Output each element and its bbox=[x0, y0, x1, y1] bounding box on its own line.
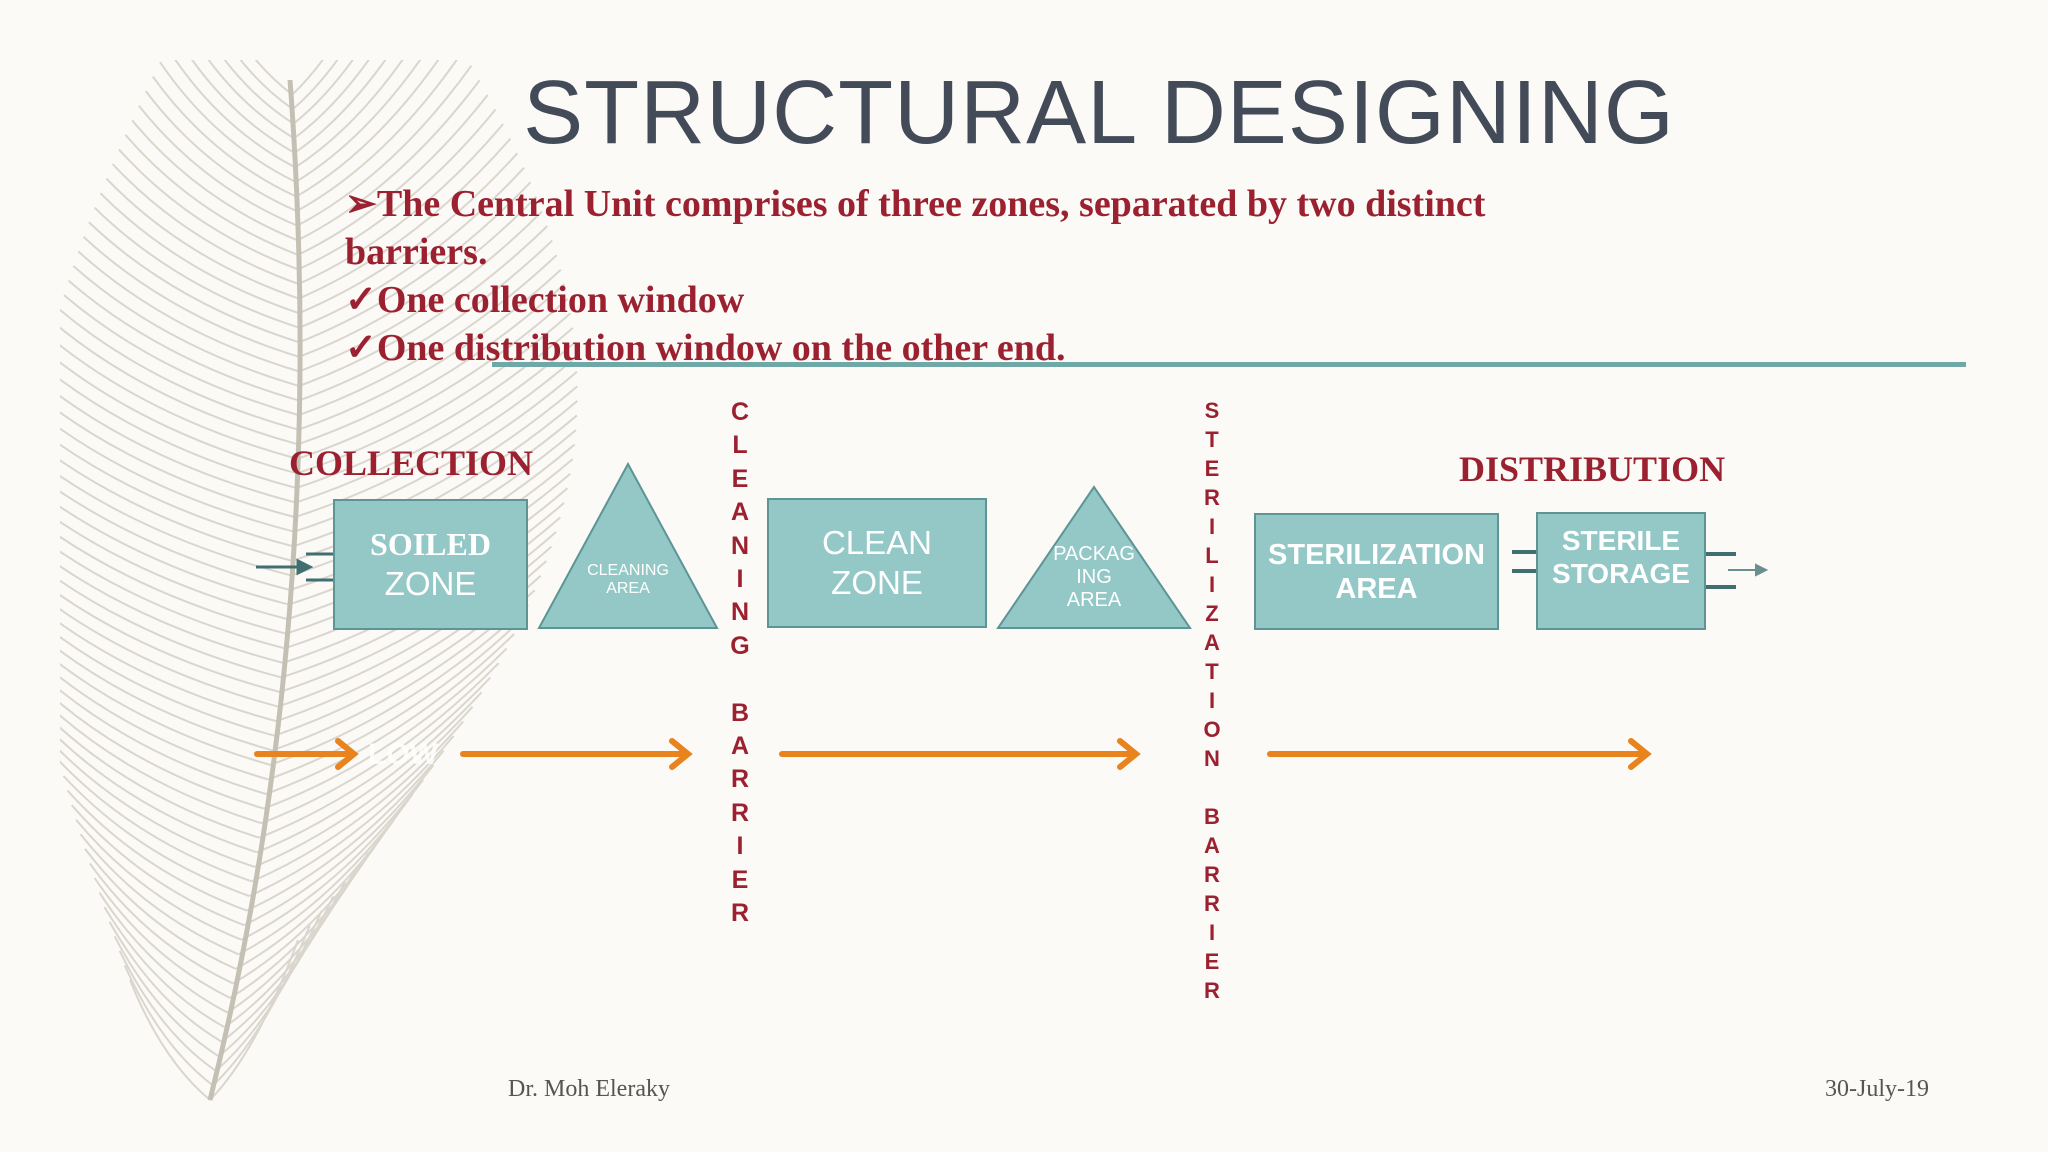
flow-arrow bbox=[779, 738, 1141, 770]
clean-zone-box: CLEAN ZONE bbox=[767, 498, 987, 628]
packaging-area-triangle bbox=[996, 485, 1192, 629]
check-icon: ✓ bbox=[345, 327, 377, 369]
sterile-storage-box: STERILE STORAGE bbox=[1536, 512, 1706, 630]
footer-date: 30-July-19 bbox=[1825, 1076, 1929, 1102]
packaging-area-label: PACKAG ING AREA bbox=[1053, 543, 1135, 611]
bullet-item: ✓One collection window bbox=[345, 279, 745, 321]
footer-author: Dr. Moh Eleraky bbox=[508, 1076, 670, 1102]
cleaning-area-label: CLEANING AREA bbox=[587, 562, 669, 598]
distribution-window-icon bbox=[1512, 550, 1736, 589]
arrow-bullet-icon: ➢ bbox=[345, 183, 377, 225]
flow-arrow bbox=[1267, 738, 1652, 770]
feather-decoration bbox=[60, 60, 579, 1101]
sterilization-barrier-label: S T E R I L I Z A T I O N B A R R I E R bbox=[1203, 398, 1221, 1003]
check-icon: ✓ bbox=[345, 279, 377, 321]
flow-label: LOW bbox=[368, 738, 438, 771]
bullet-item: barriers. bbox=[345, 231, 488, 273]
collection-heading: COLLECTION bbox=[289, 443, 534, 483]
sterilization-area-box: STERILIZATION AREA bbox=[1254, 513, 1499, 630]
bullet-item: ➢The Central Unit comprises of three zon… bbox=[345, 183, 1486, 225]
cleaning-area-triangle bbox=[537, 461, 719, 629]
flow-arrow bbox=[254, 738, 359, 770]
distribution-heading: DISTRIBUTION bbox=[1459, 449, 1726, 489]
output-arrow-icon bbox=[1728, 563, 1769, 577]
soiled-zone-box: SOILED ZONE bbox=[333, 499, 528, 630]
cleaning-barrier-label: C L E A N I N G B A R R I E R bbox=[730, 398, 750, 928]
bullet-list: ➢The Central Unit comprises of three zon… bbox=[345, 180, 1745, 372]
collection-window-icon bbox=[256, 552, 333, 582]
flow-arrow bbox=[460, 738, 693, 770]
slide-title: STRUCTURAL DESIGNING bbox=[523, 63, 1675, 163]
divider-line bbox=[492, 362, 1966, 367]
